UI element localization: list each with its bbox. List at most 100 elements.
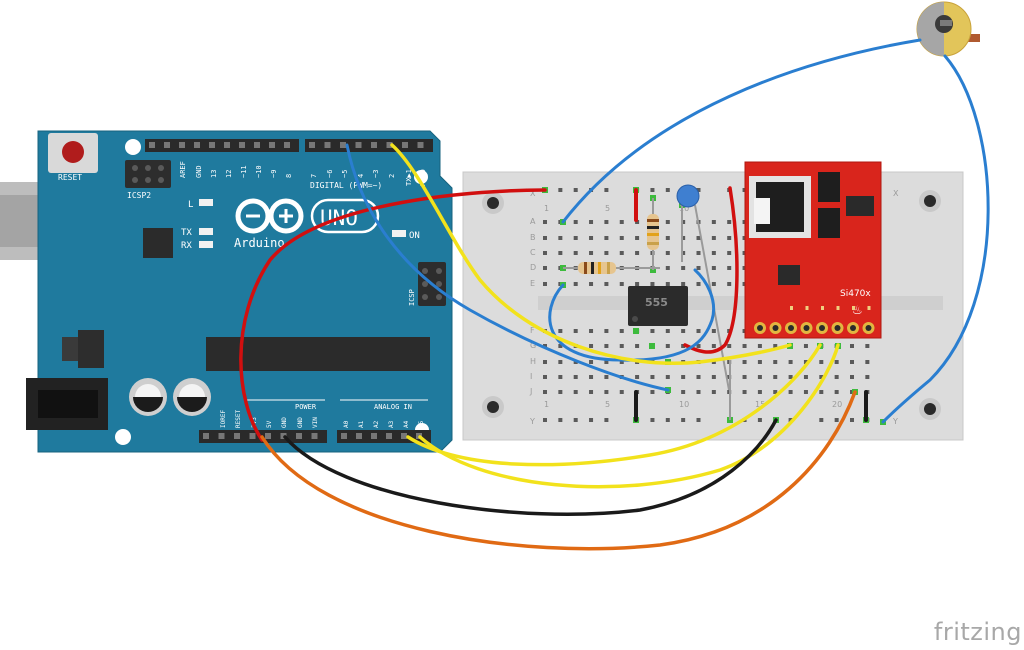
header-pin xyxy=(355,142,362,148)
breadboard-hole xyxy=(834,375,839,379)
module-pin-hole xyxy=(757,325,763,331)
rail-hole xyxy=(819,418,824,422)
breadboard-hole xyxy=(742,344,747,348)
header-pin xyxy=(149,142,155,148)
col-number-1-bottom: 1 xyxy=(544,400,549,409)
breadboard-hole xyxy=(650,282,655,286)
icsp2-label: ICSP2 xyxy=(127,191,151,200)
ic-label: 555 xyxy=(645,296,668,309)
digital-pin-label: 8 xyxy=(285,174,293,178)
digital-pin-label: ~6 xyxy=(326,170,334,178)
power-pin-label: GND xyxy=(297,417,304,428)
breadboard-hole xyxy=(803,390,808,394)
breadboard-hole xyxy=(819,360,824,364)
potentiometer[interactable] xyxy=(916,1,980,57)
rail-hole xyxy=(834,418,839,422)
breadboard-hole xyxy=(819,390,824,394)
breadboard-hole xyxy=(573,220,578,224)
module-pad xyxy=(821,306,824,310)
ic-555-timer: 555 xyxy=(628,286,688,326)
breadboard-hole xyxy=(558,251,563,255)
module-label: Si470x xyxy=(840,289,871,299)
header-pin xyxy=(311,433,318,439)
wire-yellow-a4 xyxy=(406,343,822,467)
row-letter-i: I xyxy=(530,372,532,381)
header-pin xyxy=(324,142,331,148)
module-pad xyxy=(867,306,871,310)
breadboard-hole xyxy=(742,375,747,379)
breadboard-hole xyxy=(619,329,624,333)
electrolytic-capacitor-2 xyxy=(173,378,211,416)
breadboard-hole xyxy=(589,375,594,379)
breadboard-hole xyxy=(604,360,609,364)
breadboard-hole xyxy=(819,375,824,379)
rail-letter-y-right: Y xyxy=(892,417,898,426)
breadboard-hole xyxy=(619,236,624,240)
breadboard-hole xyxy=(803,360,808,364)
digital-header-right xyxy=(305,139,433,152)
row-letter-a: A xyxy=(530,217,536,226)
electrolytic-capacitor-1 xyxy=(129,378,167,416)
si470x-fm-module: Si470x ♨ xyxy=(744,161,882,339)
breadboard-hole xyxy=(681,266,686,270)
breadboard-hole xyxy=(681,282,686,286)
voltage-regulator xyxy=(62,337,80,361)
led-on-label: ON xyxy=(409,231,420,241)
module-header-pins xyxy=(754,306,875,334)
connected-hole xyxy=(649,343,655,349)
rx-pin-label: RX◀0 xyxy=(419,169,427,186)
col-number-20-bottom: 20 xyxy=(832,400,842,409)
header-pin xyxy=(209,142,215,148)
digital-pin-label: 4 xyxy=(357,174,365,178)
breadboard-hole xyxy=(543,266,547,270)
digital-pin-label: ~10 xyxy=(255,165,263,178)
breadboard-hole xyxy=(619,390,624,394)
usb-controller-chip xyxy=(143,228,173,258)
wire-blue-digital xyxy=(345,143,670,392)
module-pin-hole xyxy=(772,325,779,331)
breadboard-hole xyxy=(865,344,870,348)
rail-hole xyxy=(604,188,609,192)
header-pin xyxy=(179,142,185,148)
icsp2-header xyxy=(125,160,171,188)
header-pin xyxy=(218,433,225,439)
breadboard-hole xyxy=(589,344,594,348)
module-pin-hole xyxy=(834,325,841,331)
row-letter-j: J xyxy=(529,387,532,396)
breadboard-hole xyxy=(635,344,640,348)
digital-pin-holes xyxy=(149,142,424,148)
header-pin xyxy=(386,142,393,148)
power-pin-label: 5V xyxy=(266,420,273,428)
resistor-horizontal xyxy=(563,262,660,274)
col-number-10-bottom: 10 xyxy=(679,400,689,409)
col-number-10: 10 xyxy=(679,204,689,213)
breadboard-hole xyxy=(558,236,563,240)
led-rx-label: RX xyxy=(181,241,192,251)
col-number-1: 1 xyxy=(544,204,549,213)
col-number-15-bottom: 15 xyxy=(755,400,765,409)
reset-button-cap[interactable] xyxy=(62,141,84,163)
rail-hole xyxy=(665,188,670,192)
header-pin xyxy=(341,433,347,439)
header-pin xyxy=(234,433,240,439)
digital-pin-label: 7 xyxy=(310,174,318,178)
breadboard-hole xyxy=(635,282,640,286)
breadboard-hole xyxy=(635,375,640,379)
breadboard-hole xyxy=(665,251,670,255)
module-pad xyxy=(836,306,840,310)
breadboard-hole xyxy=(543,236,547,240)
header-pin xyxy=(269,142,275,148)
col-number-5-bottom: 5 xyxy=(605,400,610,409)
breadboard-hole xyxy=(711,344,716,348)
breadboard-hole xyxy=(696,344,701,348)
col-number-5: 5 xyxy=(605,204,610,213)
rail-hole xyxy=(558,418,563,422)
power-pin-label: 3V3 xyxy=(251,417,258,428)
breadboard-hole xyxy=(681,251,686,255)
breadboard-hole xyxy=(696,329,701,333)
breadboard-hole xyxy=(665,282,670,286)
header-pin xyxy=(265,433,271,439)
breadboard-hole xyxy=(865,375,870,379)
